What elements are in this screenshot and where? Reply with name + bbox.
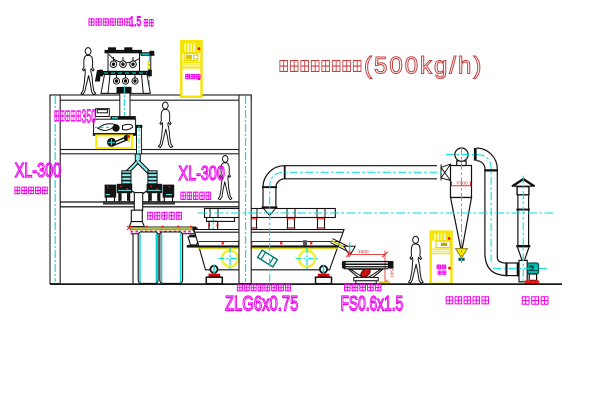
svg-text:P300: P300 <box>457 181 469 187</box>
svg-text:XL-300: XL-300 <box>179 161 225 184</box>
svg-text:ZLG6x0.75: ZLG6x0.75 <box>225 291 298 315</box>
svg-text:1.5: 1.5 <box>130 15 142 29</box>
svg-text:(500kg/h): (500kg/h) <box>364 53 483 80</box>
svg-text:XL-300: XL-300 <box>15 158 61 181</box>
svg-text:350: 350 <box>82 107 96 127</box>
svg-text:540: 540 <box>389 269 395 277</box>
svg-text:1500: 1500 <box>358 249 369 255</box>
svg-text:FS0.6x1.5: FS0.6x1.5 <box>341 292 404 316</box>
